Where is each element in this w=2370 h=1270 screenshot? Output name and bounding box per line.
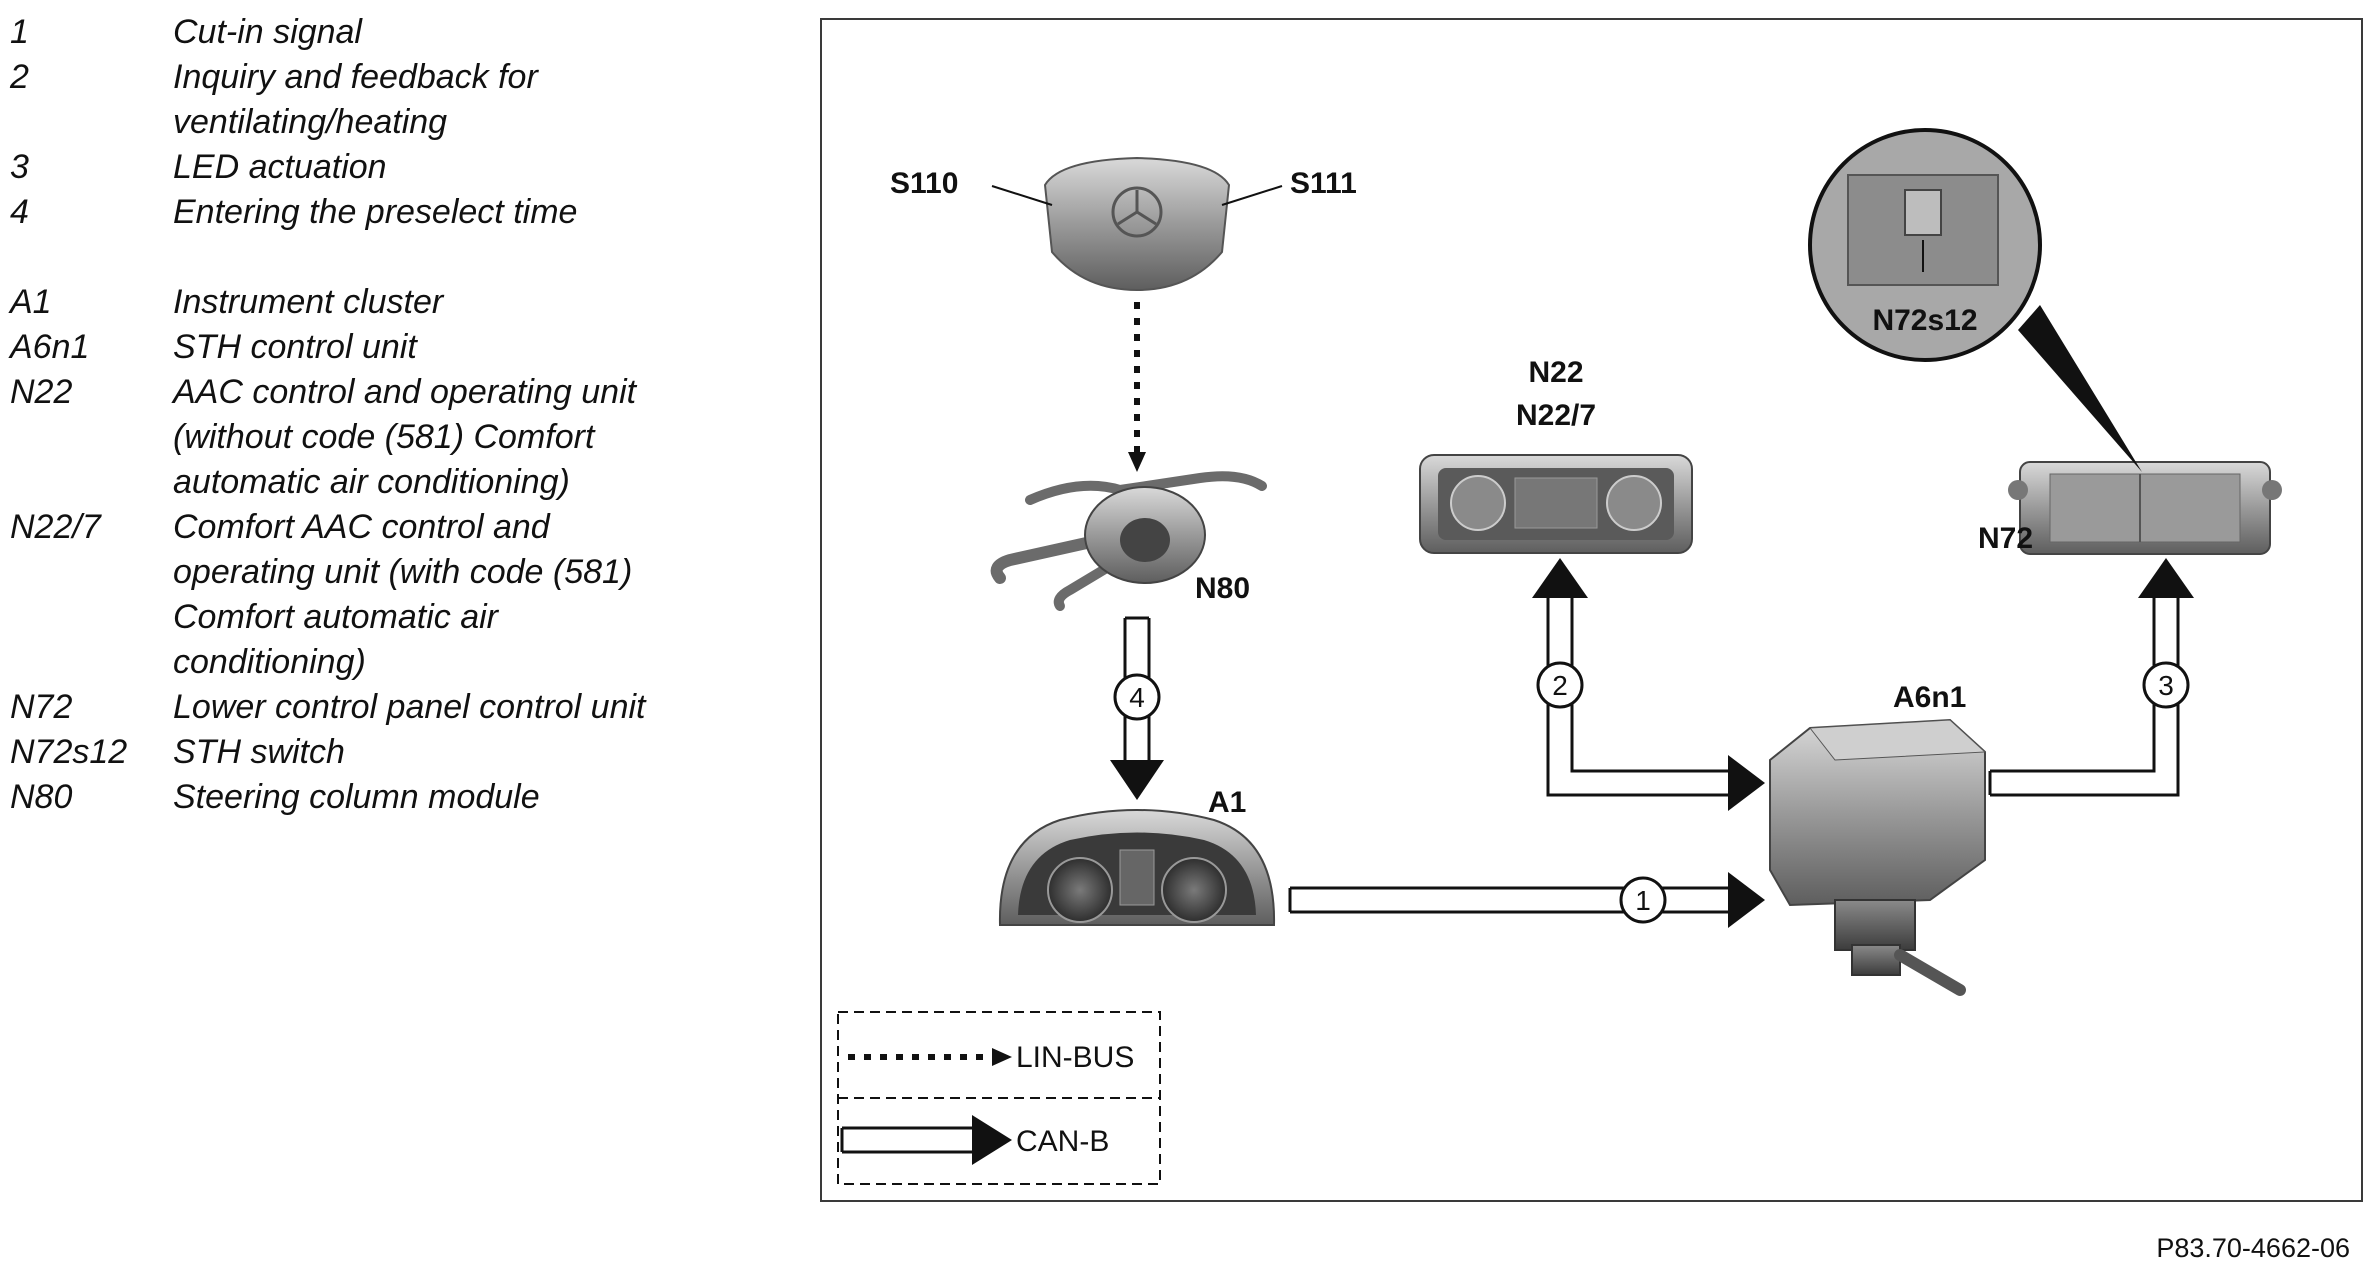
key-can-b-label: CAN-B [1016, 1125, 1109, 1158]
legend-description: AAC control and operating unit (without … [173, 373, 637, 501]
label-n22-7: N22/7 [1516, 399, 1596, 432]
sth-switch-zoom-image [1808, 128, 2042, 362]
label-a6n1: A6n1 [1893, 681, 1966, 714]
num-3: 3 [2158, 670, 2174, 701]
circle-4 [1113, 673, 1161, 721]
can-arrow-3 [1988, 598, 2180, 797]
legend: 1 Cut-in signal 2 Inquiry and feedback for … [10, 10, 810, 820]
legend-row: A6n1 STH control unit [10, 325, 810, 370]
can-arrowhead-2-right [1728, 755, 1765, 811]
key-lin-bus-label: LIN-BUS [1016, 1041, 1134, 1074]
callout-pointer [2018, 305, 2142, 472]
legend-description: Inquiry and feedback for ventilating/hea… [173, 58, 538, 141]
circle-3 [2142, 661, 2190, 709]
legend-code: 4 [10, 193, 29, 231]
label-n22: N22 [1528, 356, 1583, 389]
num-1: 1 [1635, 885, 1651, 916]
label-s110: S110 [890, 167, 958, 200]
legend-code: N72s12 [10, 733, 128, 771]
legend-row: 2 Inquiry and feedback for ventilating/he… [10, 55, 810, 145]
label-n72: N72 [1978, 522, 2033, 555]
can-arrowhead-4 [1110, 760, 1164, 800]
legend-description: LED actuation [173, 148, 387, 186]
legend-row: A1 Instrument cluster [10, 280, 810, 325]
legend-description: Comfort AAC control and operating unit (… [173, 508, 633, 681]
key-box [837, 1011, 1161, 1185]
can-arrowhead-2-up [1532, 558, 1588, 598]
label-s111: S111 [1290, 167, 1357, 200]
legend-code: 3 [10, 148, 29, 186]
can-arrowhead-3 [2138, 558, 2194, 598]
legend-description: Entering the preselect time [173, 193, 578, 231]
legend-description: Instrument cluster [173, 283, 444, 321]
diagram-frame [820, 18, 2363, 1202]
steering-column-module-image [990, 471, 1267, 611]
label-n72s12: N72s12 [1872, 304, 1977, 337]
legend-row: N22/7 Comfort AAC control and operating u… [10, 505, 810, 685]
legend-row: 1 Cut-in signal [10, 10, 810, 55]
lin-arrowhead [1128, 452, 1146, 472]
legend-code: N72 [10, 688, 73, 726]
legend-description: STH control unit [173, 328, 417, 366]
can-arrow-2 [1546, 596, 1728, 797]
legend-row: 3 LED actuation [10, 145, 810, 190]
legend-code: 1 [10, 13, 29, 51]
circle-2 [1536, 661, 1584, 709]
sth-control-unit-image [1769, 718, 1987, 996]
legend-description: Lower control panel control unit [173, 688, 646, 726]
label-a1: A1 [1208, 786, 1246, 819]
legend-row: 4 Entering the preselect time [10, 190, 810, 235]
legend-row: N22 AAC control and operating unit (witho… [10, 370, 810, 505]
legend-description: Steering column module [173, 778, 540, 816]
legend-code: 2 [10, 58, 29, 96]
legend-code: A6n1 [10, 328, 90, 366]
legend-code: A1 [10, 283, 52, 321]
num-2: 2 [1552, 670, 1568, 701]
can-arrowhead-1 [1728, 872, 1765, 928]
lower-control-panel-image [2008, 461, 2282, 555]
legend-description: Cut-in signal [173, 13, 362, 51]
figure-id: P83.70-4662-06 [2156, 1233, 2350, 1263]
legend-row: N72s12 STH switch [10, 730, 810, 775]
legend-code: N80 [10, 778, 73, 816]
num-4: 4 [1129, 682, 1145, 713]
legend-row: N72 Lower control panel control unit [10, 685, 810, 730]
circle-1 [1619, 876, 1667, 924]
legend-code: N22/7 [10, 508, 101, 546]
legend-row: N80 Steering column module [10, 775, 810, 820]
legend-description: STH switch [173, 733, 345, 771]
steering-wheel-pad-image [991, 156, 1283, 292]
legend-code: N22 [10, 373, 73, 411]
aac-control-unit-image [1419, 454, 1693, 554]
instrument-cluster-image [998, 809, 1276, 926]
label-n80: N80 [1195, 572, 1250, 605]
